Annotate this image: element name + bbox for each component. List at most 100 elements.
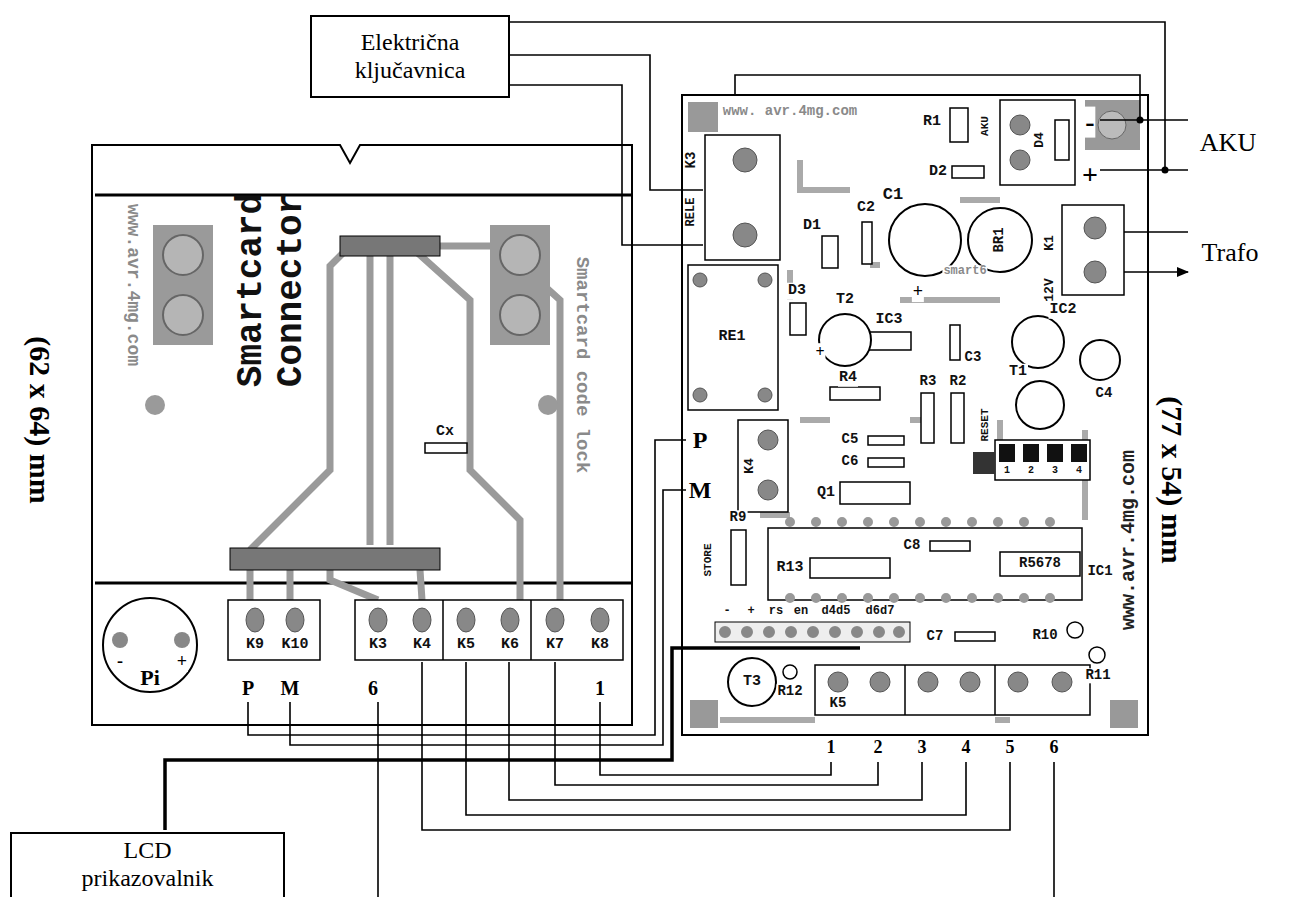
part-label: R11: [1084, 668, 1111, 683]
regulator-symbol: [1012, 316, 1064, 368]
terminal-mark: 6: [1049, 738, 1060, 758]
part-label: +: [746, 605, 755, 618]
part-label: STORE: [702, 542, 714, 577]
mounting-hole: [500, 235, 540, 275]
part-label: RELE: [685, 197, 698, 228]
part-label: RESET: [979, 407, 991, 442]
terminal-mark: (77 x 54) mm: [1156, 395, 1189, 564]
terminal-mark: 1: [594, 677, 606, 699]
part-label: C2: [856, 200, 876, 217]
dip-switch: [999, 444, 1087, 462]
part-label: 3: [1051, 465, 1059, 476]
part-label: R5678: [1018, 556, 1062, 571]
via-pad: [145, 395, 165, 415]
part-label: K4: [412, 637, 432, 654]
reset-button: [973, 452, 995, 474]
part-label: IC2: [1048, 302, 1077, 319]
board-title: Smartcard Connector: [232, 169, 311, 411]
device-box: LCD prikazovalnik: [10, 832, 285, 897]
solder-pad: [112, 632, 128, 648]
watermark-text: smart6: [942, 265, 987, 278]
part-label: K3: [684, 151, 699, 170]
part-label: D3: [787, 283, 807, 300]
terminal-mark: +: [912, 282, 924, 302]
part-label: BR1: [992, 226, 1007, 253]
component-outline: [688, 100, 1124, 715]
part-label: K7: [545, 637, 565, 654]
part-label: K8: [590, 637, 610, 654]
part-label: 1: [1003, 465, 1011, 476]
part-label: R10: [1031, 628, 1058, 643]
part-label: C8: [903, 538, 922, 553]
part-label: D2: [928, 164, 948, 181]
bridge-rectifier: [968, 208, 1032, 272]
box-text: LCD prikazovalnik: [63, 837, 233, 892]
terminal-mark: +: [176, 652, 188, 672]
terminal-mark: P: [241, 677, 255, 699]
solder-pad: [1089, 647, 1105, 663]
pin-header: [340, 236, 440, 256]
watermark-text: www.avr.4mg.com: [122, 203, 142, 367]
part-label: C6: [841, 454, 860, 469]
terminal-mark: (62 x 64) mm: [24, 335, 57, 504]
mounting-hole: [163, 295, 203, 335]
part-label: Q1: [816, 485, 836, 502]
terminal-block: [228, 600, 623, 660]
part-label: d4d5: [821, 605, 852, 618]
part-label: K10: [280, 637, 309, 654]
solder-pad: [783, 665, 797, 679]
part-label: T3: [742, 674, 762, 691]
part-label: C3: [964, 350, 983, 365]
part-label: T2: [835, 292, 855, 309]
solder-pad: [1067, 622, 1083, 638]
part-label: 12V: [1043, 277, 1057, 302]
terminal-mark: -: [116, 652, 124, 672]
solder-pad: [719, 626, 905, 638]
terminal-mark: P: [692, 427, 709, 453]
part-label: en: [793, 605, 809, 618]
terminal-mark: 2: [873, 738, 884, 758]
lcd-cable: [165, 648, 860, 830]
part-label: AKU: [979, 115, 991, 137]
terminal-mark: Pi: [139, 666, 161, 690]
junction-dot: [1162, 167, 1169, 174]
mounting-pad: [490, 225, 550, 345]
wire: [248, 22, 1165, 897]
part-label: K4: [743, 457, 757, 475]
part-label: R2: [949, 374, 968, 389]
card-slot-edge: [95, 195, 632, 583]
solder-pad: [174, 632, 190, 648]
capacitor-symbol: [425, 443, 467, 453]
part-label: rs: [768, 605, 784, 618]
mounting-pad: [153, 225, 213, 345]
board-url: www.avr.4mg.com: [1118, 449, 1140, 631]
part-label: 4: [1075, 465, 1083, 476]
mounting-pad: [1085, 100, 1140, 150]
board-outline: [682, 95, 1148, 735]
part-label: D4: [1033, 131, 1047, 149]
terminal-mark: +: [814, 343, 825, 361]
part-label: -: [722, 605, 731, 618]
part-label: 2: [1027, 465, 1035, 476]
part-label: C5: [841, 432, 860, 447]
part-label: T1: [1008, 364, 1028, 381]
ic-socket: [768, 528, 1082, 600]
device-box: Električna ključavnica: [310, 15, 510, 98]
junction-dot: [1137, 117, 1144, 124]
ic-pin-pad: [785, 517, 1055, 603]
part-label: R12: [776, 684, 803, 699]
part-label: K5: [456, 637, 476, 654]
terminal-pad: [693, 115, 1106, 692]
terminal-mark: 5: [1005, 738, 1016, 758]
terminal-mark: -: [1084, 107, 1095, 138]
part-label: K9: [245, 637, 265, 654]
part-label: IC3: [874, 312, 903, 329]
terminal-mark: 1: [826, 738, 837, 758]
terminal-mark: M: [280, 677, 301, 699]
part-label: C1: [882, 186, 904, 205]
part-label: d6d7: [865, 605, 896, 618]
terminal-mark: 4: [961, 738, 972, 758]
part-label: K5: [829, 696, 848, 711]
